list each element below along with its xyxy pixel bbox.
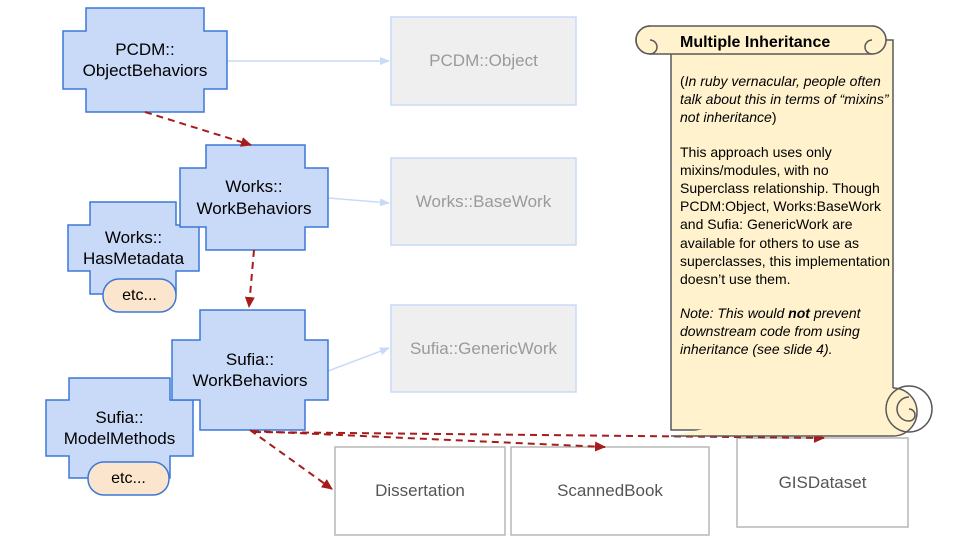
dashed-arrow-pcdm-to-works xyxy=(144,111,252,147)
label-works-has-metadata: Works:: HasMetadata xyxy=(82,227,185,268)
dashed-arrow-sufia-to-dissertation xyxy=(249,429,333,490)
label-pcdm-object: PCDM::Object xyxy=(429,51,538,71)
etc-pill-2 xyxy=(87,461,170,496)
note-p1-close: ) xyxy=(771,109,777,126)
dashed-arrow-works-to-sufia xyxy=(244,249,255,308)
label-gis-dataset: GISDataset xyxy=(778,472,867,492)
label-pcdm-object-behaviors: PCDM:: ObjectBehaviors xyxy=(82,39,208,80)
label-scanned-book: ScannedBook xyxy=(557,481,663,501)
note-p3-b: prevent downstream code from using inher… xyxy=(680,305,861,358)
etc-pill-1 xyxy=(102,278,177,313)
label-dissertation: Dissertation xyxy=(375,481,465,501)
label-sufia-work-behaviors: Sufia:: WorkBehaviors xyxy=(192,349,308,390)
arrow-works-to-basework xyxy=(327,197,390,207)
class-box-works-base-work xyxy=(390,157,577,246)
module-sufia-work-behaviors xyxy=(171,309,329,431)
arrow-sufia-to-genericwork xyxy=(327,347,390,372)
note-paragraph-1: (In ruby vernacular, people often talk a… xyxy=(680,72,892,127)
module-pcdm-object-behaviors xyxy=(62,7,228,113)
scroll-note xyxy=(635,25,933,437)
module-works-work-behaviors xyxy=(179,144,329,251)
note-paragraph-2: This approach uses only mixins/modules, … xyxy=(680,143,891,287)
class-box-dissertation xyxy=(334,446,506,536)
note-p3-bold: not xyxy=(788,305,810,322)
label-works-work-behaviors: Works:: WorkBehaviors xyxy=(196,177,312,218)
note-p1-italic: In ruby vernacular, people often talk ab… xyxy=(680,73,889,126)
class-box-scanned-book xyxy=(510,446,710,536)
note-p3-a: Note: This would xyxy=(680,305,789,322)
class-box-sufia-generic-work xyxy=(390,304,577,393)
dashed-arrow-sufia-to-scannedbook xyxy=(251,430,606,452)
label-etc-1: etc... xyxy=(122,286,157,304)
label-sufia-generic-work: Sufia::GenericWork xyxy=(409,338,558,358)
note-title: Multiple Inheritance xyxy=(680,34,831,51)
label-sufia-model-methods: Sufia:: ModelMethods xyxy=(63,407,176,448)
class-box-pcdm-object xyxy=(390,16,577,106)
class-box-gis-dataset xyxy=(736,437,909,528)
label-etc-2: etc... xyxy=(111,469,146,487)
note-paragraph-3: Note: This would not prevent downstream … xyxy=(680,304,892,359)
module-sufia-model-methods xyxy=(45,377,194,479)
note-p1-open: ( xyxy=(680,73,685,89)
label-works-base-work: Works::BaseWork xyxy=(415,191,552,211)
note-body: (In ruby vernacular, people often talk a… xyxy=(680,72,892,375)
